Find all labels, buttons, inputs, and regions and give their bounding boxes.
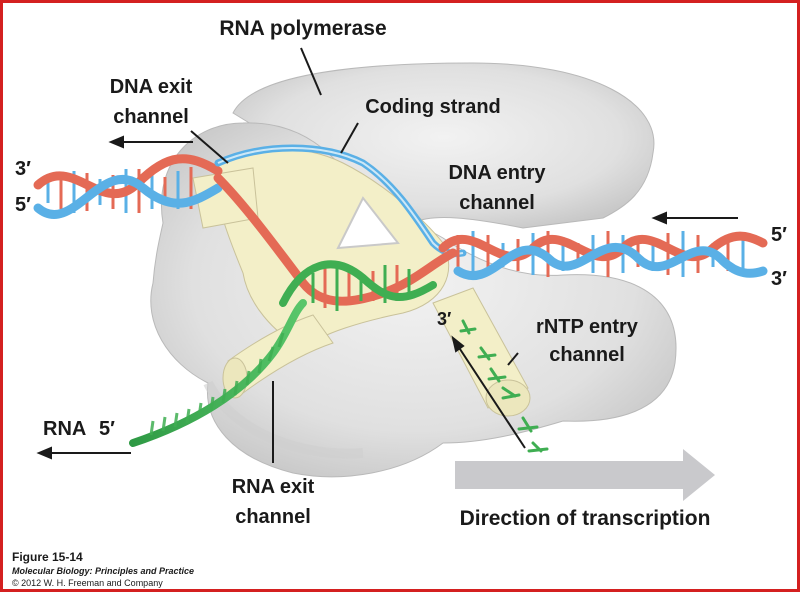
- book-title: Molecular Biology: Principles and Practi…: [12, 566, 195, 576]
- label-leader-lines: [190, 47, 519, 463]
- label-left-3prime: 3′: [15, 158, 31, 180]
- label-rna-exit-1: RNA exit: [232, 476, 315, 498]
- copyright: © 2012 W. H. Freeman and Company: [12, 578, 163, 588]
- label-dna-exit-2: channel: [113, 106, 189, 128]
- label-rntp-entry-1: rNTP entry: [536, 316, 639, 338]
- label-rna-3prime: 3′: [437, 309, 451, 329]
- direction-arrows: [36, 135, 738, 460]
- label-rna-5prime: 5′: [99, 418, 115, 440]
- label-rntp-entry-2: channel: [549, 344, 625, 366]
- dna-helix-right: [438, 231, 768, 281]
- transcription-direction-arrow: [455, 449, 715, 501]
- label-right-3prime: 3′: [771, 268, 787, 290]
- label-coding-strand: Coding strand: [365, 96, 501, 118]
- transcription-diagram: RNA polymerase DNA exit channel Coding s…: [15, 17, 787, 530]
- rna-dna-hybrid: [279, 260, 437, 311]
- rntp-molecules: [459, 319, 549, 453]
- label-left-5prime: 5′: [15, 194, 31, 216]
- label-rna-exit-2: channel: [235, 506, 311, 528]
- template-strand: [213, 173, 458, 306]
- rna-strand: [129, 299, 307, 447]
- channel-region: [192, 147, 531, 417]
- dna-helix-left: [33, 154, 223, 219]
- label-direction-of-transcription: Direction of transcription: [460, 507, 711, 530]
- label-dna-entry-1: DNA entry: [448, 162, 546, 184]
- label-rna-polymerase: RNA polymerase: [219, 17, 386, 40]
- label-rna: RNA: [43, 418, 86, 440]
- label-dna-entry-2: channel: [459, 192, 535, 214]
- figure-number: Figure 15-14: [12, 550, 83, 564]
- label-dna-exit-1: DNA exit: [110, 76, 193, 98]
- active-site-triangle: [336, 196, 400, 250]
- label-right-5prime: 5′: [771, 224, 787, 246]
